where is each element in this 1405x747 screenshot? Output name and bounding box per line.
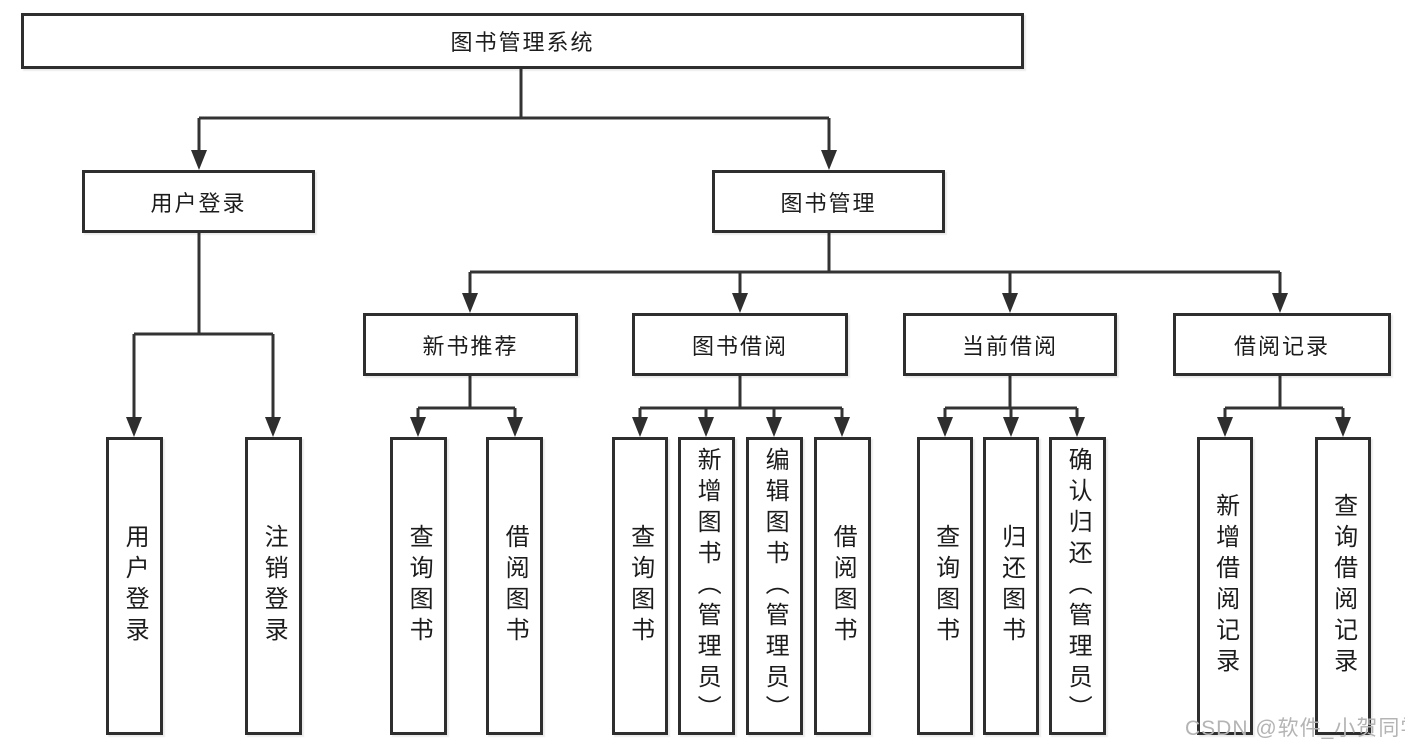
leaf-add-borrow-record: 新增借阅记录 <box>1197 437 1253 735</box>
leaf-edit-books-admin-label: 编辑图书（管理员） <box>761 446 789 726</box>
node-book-management-label: 图书管理 <box>780 190 877 216</box>
leaf-borrow-books-1-label: 借阅图书 <box>501 524 529 648</box>
node-book-borrow-label: 图书借阅 <box>691 333 788 359</box>
leaf-logout-label: 注销登录 <box>260 524 288 648</box>
leaf-user-login-label: 用户登录 <box>121 524 149 648</box>
node-root-label: 图书管理系统 <box>450 30 595 55</box>
node-book-management: 图书管理 <box>712 170 945 233</box>
leaf-user-login: 用户登录 <box>106 437 163 735</box>
node-user-login: 用户登录 <box>82 170 315 233</box>
node-current-borrow: 当前借阅 <box>903 313 1117 376</box>
node-new-book-recommend-label: 新书推荐 <box>422 333 519 359</box>
leaf-confirm-return-admin: 确认归还（管理员） <box>1049 437 1106 735</box>
leaf-return-books-label: 归还图书 <box>997 524 1025 648</box>
leaf-add-books-admin: 新增图书（管理员） <box>678 437 735 735</box>
node-current-borrow-label: 当前借阅 <box>961 333 1058 359</box>
leaf-query-books-3-label: 查询图书 <box>931 524 959 648</box>
leaf-return-books: 归还图书 <box>983 437 1039 735</box>
leaf-add-books-admin-label: 新增图书（管理员） <box>693 446 721 726</box>
leaf-query-books-1-label: 查询图书 <box>405 524 433 648</box>
leaf-query-books-1: 查询图书 <box>390 437 447 735</box>
leaf-query-borrow-record: 查询借阅记录 <box>1315 437 1371 735</box>
leaf-add-borrow-record-label: 新增借阅记录 <box>1211 493 1239 679</box>
csdn-watermark: CSDN @软件_小贺同学 <box>1185 717 1405 740</box>
leaf-query-books-2: 查询图书 <box>612 437 668 735</box>
node-book-borrow: 图书借阅 <box>632 313 848 376</box>
leaf-edit-books-admin: 编辑图书（管理员） <box>746 437 803 735</box>
leaf-query-borrow-record-label: 查询借阅记录 <box>1329 493 1357 679</box>
node-borrow-record-label: 借阅记录 <box>1233 333 1330 359</box>
leaf-confirm-return-admin-label: 确认归还（管理员） <box>1064 446 1092 726</box>
leaf-borrow-books-1: 借阅图书 <box>486 437 543 735</box>
leaf-query-books-3: 查询图书 <box>917 437 973 735</box>
leaf-borrow-books-2-label: 借阅图书 <box>829 524 857 648</box>
node-user-login-label: 用户登录 <box>150 190 247 216</box>
leaf-query-books-2-label: 查询图书 <box>626 524 654 648</box>
leaf-logout: 注销登录 <box>245 437 302 735</box>
leaf-borrow-books-2: 借阅图书 <box>814 437 871 735</box>
node-root-system: 图书管理系统 <box>21 13 1024 69</box>
node-borrow-record: 借阅记录 <box>1173 313 1391 376</box>
node-new-book-recommend: 新书推荐 <box>363 313 578 376</box>
